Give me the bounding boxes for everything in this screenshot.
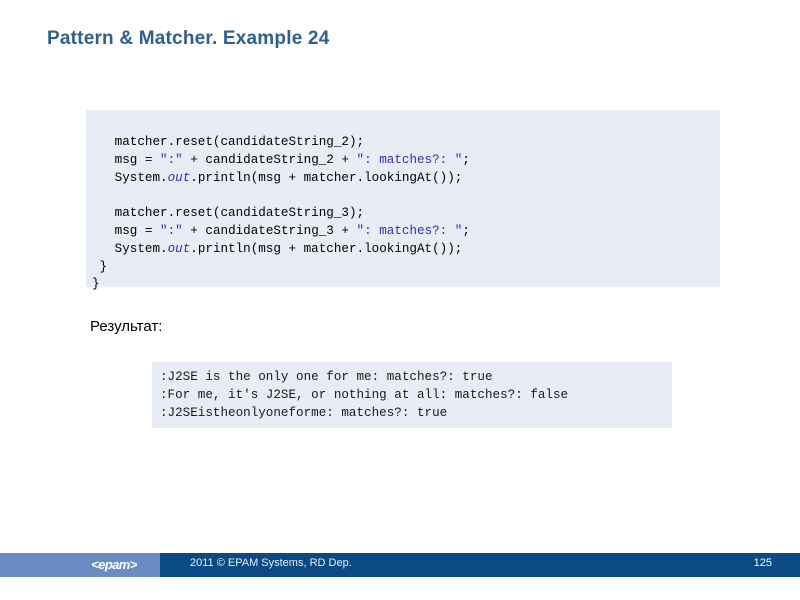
output-block: :J2SE is the only one for me: matches?: …	[152, 362, 672, 428]
code-token-plain: System.	[92, 241, 168, 256]
code-line: System.out.println(msg + matcher.looking…	[86, 241, 720, 259]
code-line: }	[86, 276, 720, 294]
code-token-plain: .println(msg + matcher.lookingAt());	[190, 170, 463, 185]
code-token-plain: }	[92, 259, 108, 274]
page-title: Pattern & Matcher. Example 24	[47, 28, 330, 49]
code-listing: matcher.reset(candidateString_2); msg = …	[86, 134, 720, 294]
code-line: matcher.reset(candidateString_2);	[86, 134, 720, 152]
code-token-plain: matcher.reset(candidateString_2);	[92, 135, 365, 149]
code-token-field: out	[167, 241, 191, 256]
code-token-plain: }	[92, 277, 100, 292]
code-line: }	[86, 259, 720, 277]
footer-logo-band	[0, 553, 160, 577]
epam-logo: <epam>	[91, 557, 137, 572]
code-line: msg = ":" + candidateString_2 + ": match…	[86, 152, 720, 170]
code-line: msg = ":" + candidateString_3 + ": match…	[86, 223, 720, 241]
code-line: System.out.println(msg + matcher.looking…	[86, 170, 720, 188]
code-token-field: out	[167, 170, 191, 185]
code-token-string: ": matches?: "	[356, 152, 463, 167]
code-token-plain: msg =	[92, 152, 161, 167]
code-line: matcher.reset(candidateString_3);	[86, 205, 720, 223]
code-token-plain: matcher.reset(candidateString_3);	[92, 206, 365, 221]
code-token-plain: + candidateString_3 +	[182, 223, 357, 238]
console-output: :J2SE is the only one for me: matches?: …	[160, 368, 568, 422]
footer: <epam> 2011 © EPAM Systems, RD Dep. 125	[0, 553, 800, 577]
code-token-string: ":"	[160, 152, 183, 167]
page-number: 125	[753, 557, 772, 569]
result-label: Результат:	[90, 318, 163, 335]
code-token-plain: msg =	[92, 223, 161, 238]
code-token-plain: + candidateString_2 +	[182, 152, 357, 167]
code-block: matcher.reset(candidateString_2); msg = …	[86, 110, 720, 291]
code-token-plain: ;	[462, 152, 470, 167]
code-token-plain: .println(msg + matcher.lookingAt());	[190, 241, 463, 256]
code-line	[86, 187, 720, 205]
code-token-string: ":"	[160, 223, 183, 238]
footer-copyright: 2011 © EPAM Systems, RD Dep.	[190, 557, 352, 569]
code-token-string: ": matches?: "	[356, 223, 463, 238]
output-line: :For me, it's J2SE, or nothing at all: m…	[160, 388, 569, 402]
output-line: :J2SEistheonlyoneforme: matches?: true	[160, 406, 448, 420]
output-line: :J2SE is the only one for me: matches?: …	[160, 370, 493, 384]
code-token-plain: ;	[462, 223, 470, 238]
code-token-plain: System.	[92, 170, 168, 185]
footer-main-band	[160, 553, 800, 577]
